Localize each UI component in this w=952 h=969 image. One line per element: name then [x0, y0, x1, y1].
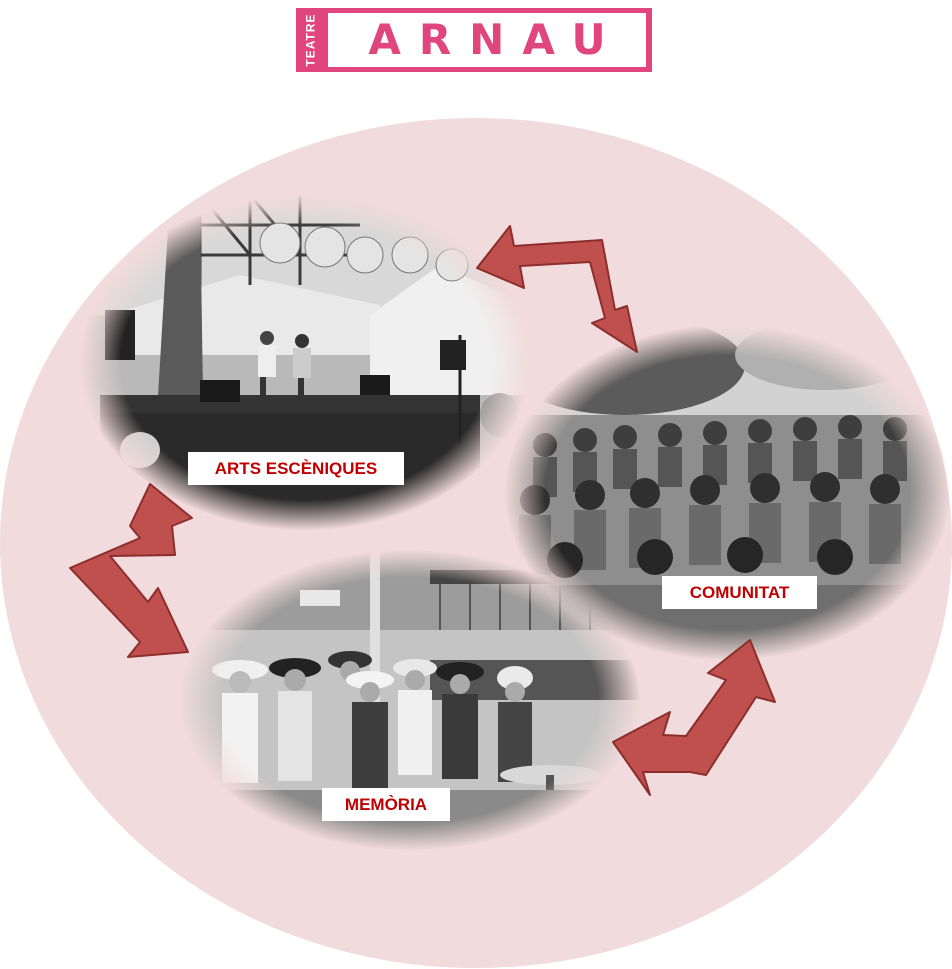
- label-arts-esceniques: ARTS ESCÈNIQUES: [188, 452, 404, 485]
- label-memoria: MEMÒRIA: [322, 788, 450, 821]
- teatre-arnau-logo: TEATRE ARNAU: [296, 8, 652, 72]
- label-comunitat: COMUNITAT: [662, 576, 817, 609]
- logo-word: ARNAU: [368, 15, 624, 64]
- logo-side-band: TEATRE: [296, 8, 326, 72]
- logo-side-text: TEATRE: [304, 13, 319, 67]
- logo-word-box: ARNAU: [328, 13, 646, 67]
